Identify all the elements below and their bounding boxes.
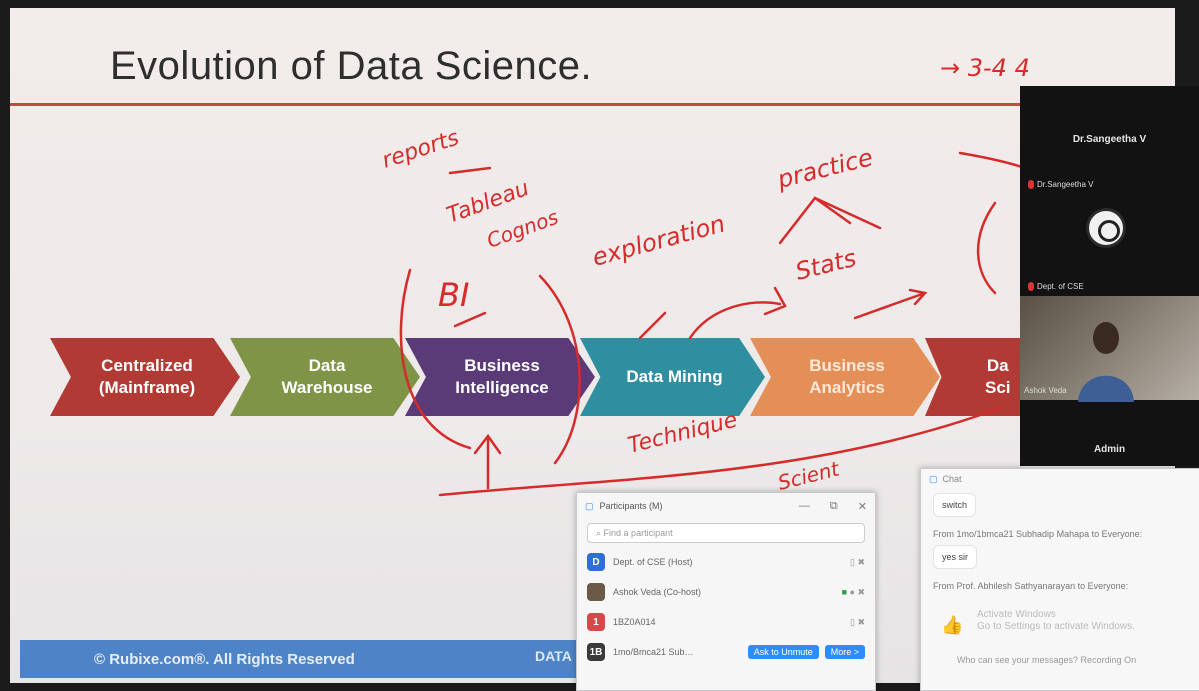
footer-right-text: DATA bbox=[535, 648, 572, 664]
ink-text-technique: Technique bbox=[625, 408, 740, 459]
video-panel: Dr.Sangeetha V Dr.Sangeetha V Dept. of C… bbox=[1020, 86, 1199, 466]
ink-dash-3 bbox=[638, 311, 667, 340]
stage-line1: Data Mining bbox=[626, 367, 723, 386]
chat-message: yes sir bbox=[933, 545, 978, 569]
ink-text-34: → 3-4 4 bbox=[940, 54, 1030, 82]
chat-title: Chat bbox=[942, 474, 962, 484]
ink-underline-curve bbox=[438, 406, 1002, 497]
copyright-text: © Rubixe.com®. All Rights Reserved bbox=[94, 650, 355, 668]
ink-text-bi: BI bbox=[438, 276, 469, 314]
chat-header: ▢ Chat bbox=[921, 469, 1199, 489]
avatar: D bbox=[587, 553, 605, 571]
zoom-logo-icon: ▢ bbox=[585, 500, 594, 511]
participant-row[interactable]: D Dept. of CSE (Host) ▯ ✖ bbox=[577, 547, 875, 577]
obs-logo-icon bbox=[1086, 208, 1126, 248]
search-placeholder: Find a participant bbox=[603, 528, 673, 538]
handwritten-annotations: → 3-4 4 reports Tableau Cognos BI explor… bbox=[379, 54, 1030, 497]
stage-line1: Business bbox=[464, 356, 540, 375]
stage-line1: Da bbox=[986, 356, 1009, 375]
ink-text-reports: reports bbox=[379, 125, 462, 173]
participant-name: 1BZ0A014 bbox=[613, 617, 656, 627]
thumbs-up-icon: 👍 bbox=[941, 615, 964, 635]
stage-line2: Warehouse bbox=[281, 378, 373, 397]
ink-text-practice: practice bbox=[774, 143, 876, 194]
stage-line2: (Mainframe) bbox=[98, 378, 196, 397]
stage-centralized: Centralized (Mainframe) bbox=[50, 338, 240, 416]
stage-data-mining: Data Mining bbox=[580, 338, 765, 416]
more-button[interactable]: More > bbox=[824, 645, 865, 659]
participant-search-input[interactable]: ⌕ Find a participant bbox=[587, 523, 865, 543]
ask-to-unmute-button[interactable]: Ask to Unmute bbox=[747, 645, 819, 659]
title-divider bbox=[10, 103, 1175, 106]
ink-curve-mining bbox=[688, 301, 782, 340]
chat-message: switch bbox=[933, 493, 977, 517]
stage-line1: Centralized bbox=[101, 356, 193, 375]
camera-label: Ashok Veda bbox=[1024, 386, 1067, 395]
participant-row[interactable]: 1B 1mo/Bmca21 Sub… Ask to Unmute More > bbox=[577, 637, 875, 667]
muted-mic-icon bbox=[1028, 180, 1034, 189]
chat-window: ▢ Chat switch From 1mo/1bmca21 Subhadip … bbox=[920, 468, 1199, 691]
participant-name: 1mo/Bmca21 Sub… bbox=[613, 647, 694, 657]
ink-tent bbox=[778, 196, 882, 245]
participants-window: ▢ Participants (M) — ⧉ ✕ ⌕ Find a partic… bbox=[576, 492, 876, 691]
mic-video-status-icon: ▯ ✖ bbox=[850, 556, 865, 567]
chat-message-meta: From 1mo/1bmca21 Subhadip Mahapa to Ever… bbox=[933, 529, 1143, 539]
dept-video-label: Dept. of CSE bbox=[1028, 282, 1084, 291]
ink-arrowhead bbox=[763, 286, 787, 316]
host-label-text: Dr.Sangeetha V bbox=[1037, 180, 1094, 189]
activate-windows-watermark: Activate Windows Go to Settings to activ… bbox=[977, 609, 1135, 633]
ink-text-stats: Stats bbox=[793, 244, 859, 286]
ink-dash-2 bbox=[453, 311, 487, 328]
host-video-label: Dr.Sangeetha V bbox=[1028, 180, 1093, 189]
ink-arrow-analytics bbox=[853, 288, 928, 320]
mic-video-status-icon: ▯ ✖ bbox=[850, 616, 865, 627]
window-controls: — ⧉ ✕ bbox=[799, 500, 867, 513]
stage-line2: Intelligence bbox=[455, 378, 549, 397]
participants-title: Participants (M) bbox=[599, 501, 663, 511]
participant-row[interactable]: Ashok Veda (Co-host) ■ ● ✖ bbox=[577, 577, 875, 607]
close-icon[interactable]: ✕ bbox=[857, 500, 867, 513]
stage-line2: Analytics bbox=[809, 378, 885, 397]
activate-line1: Activate Windows bbox=[977, 609, 1056, 620]
ink-dash-1 bbox=[448, 166, 492, 175]
dept-label-text: Dept. of CSE bbox=[1037, 282, 1084, 291]
ink-paren bbox=[976, 201, 997, 295]
chat-message-meta: From Prof. Abhilesh Sathyanarayan to Eve… bbox=[933, 581, 1129, 591]
ink-bracket-right bbox=[538, 274, 581, 465]
participant-name: Dept. of CSE (Host) bbox=[613, 557, 693, 567]
activate-line2: Go to Settings to activate Windows. bbox=[977, 621, 1135, 632]
search-icon: ⌕ bbox=[596, 527, 604, 538]
participants-header: ▢ Participants (M) — ⧉ ✕ bbox=[577, 493, 875, 519]
minimize-icon[interactable]: — bbox=[798, 499, 810, 512]
slide-footer: © Rubixe.com®. All Rights Reserved bbox=[20, 640, 620, 678]
zoom-logo-icon: ▢ bbox=[929, 473, 938, 484]
ink-arrow-right bbox=[958, 151, 1027, 170]
person-icon bbox=[1078, 322, 1134, 402]
avatar: 1 bbox=[587, 613, 605, 631]
participant-row[interactable]: 1 1BZ0A014 ▯ ✖ bbox=[577, 607, 875, 637]
avatar: 1B bbox=[587, 643, 605, 661]
stage-line1: Data bbox=[308, 356, 346, 375]
slide-title: Evolution of Data Science. bbox=[110, 44, 593, 88]
chat-visibility-note[interactable]: Who can see your messages? Recording On bbox=[957, 655, 1137, 665]
stage-line2: Sci bbox=[985, 378, 1011, 397]
muted-mic-icon bbox=[1028, 282, 1034, 291]
admin-video-name: Admin bbox=[1093, 444, 1126, 455]
ink-bracket-left bbox=[399, 268, 472, 450]
popout-icon[interactable]: ⧉ bbox=[829, 499, 838, 512]
stage-line1: Business bbox=[809, 356, 885, 375]
mic-video-status-icon: ■ ● ✖ bbox=[841, 586, 865, 597]
ink-up-arrow bbox=[473, 433, 502, 490]
ink-text-exploration: exploration bbox=[589, 210, 728, 272]
host-video-name: Dr.Sangeetha V bbox=[1072, 134, 1147, 145]
avatar bbox=[587, 583, 605, 601]
participant-name: Ashok Veda (Co-host) bbox=[613, 587, 702, 597]
